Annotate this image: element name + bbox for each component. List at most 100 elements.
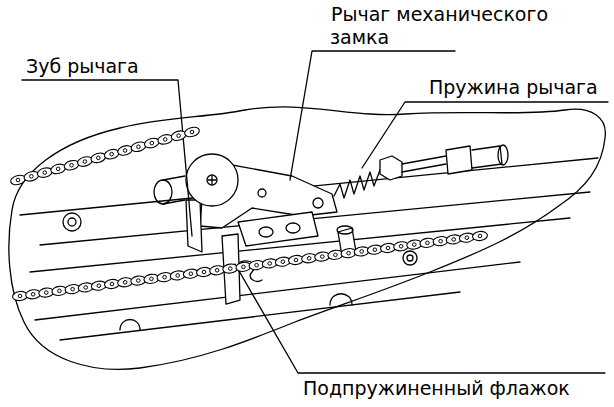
- chain-pin: [426, 241, 430, 245]
- bolt: [498, 145, 508, 165]
- chain-pin: [439, 239, 443, 243]
- chain-pin: [202, 270, 206, 274]
- chain-pin: [136, 279, 140, 283]
- part-label: Подпружиненный флажок: [302, 377, 571, 400]
- chain-pin: [215, 268, 219, 272]
- chain-link: [117, 144, 134, 157]
- chain-link: [130, 140, 147, 153]
- chain-pin: [70, 163, 74, 167]
- chain-pin: [281, 260, 285, 264]
- chain-pin: [123, 280, 127, 284]
- chain-pin: [386, 246, 390, 250]
- chain-pin: [163, 138, 167, 142]
- chain-pin: [228, 267, 232, 271]
- chain-pin: [31, 292, 35, 296]
- chain-pin: [294, 258, 298, 262]
- chain-pin: [30, 175, 34, 179]
- chain-pin: [347, 251, 351, 255]
- bolt: [446, 146, 472, 174]
- chain-pin: [110, 282, 114, 286]
- chain-pin: [373, 248, 377, 252]
- chain-pin: [177, 134, 181, 138]
- chain-roller: [330, 294, 352, 305]
- chain-pin: [255, 263, 259, 267]
- chain-pin: [399, 244, 403, 248]
- roller: [186, 154, 238, 206]
- washer: [403, 251, 417, 265]
- chain-link: [472, 231, 488, 242]
- lever-hole: [313, 198, 323, 208]
- chain-pin: [190, 130, 194, 134]
- rod: [402, 156, 446, 172]
- chain-link: [170, 129, 187, 142]
- cutaway-outline: [9, 107, 605, 369]
- chain-pin: [360, 250, 364, 254]
- chain-pin: [150, 141, 154, 145]
- part-label: Зуб рычага: [25, 55, 140, 78]
- screw: [68, 218, 76, 226]
- bracket: [238, 212, 318, 246]
- part-label-text: Рычаг механического замка: [330, 3, 548, 48]
- chain-pin: [110, 152, 114, 156]
- bracket-hole: [259, 227, 273, 237]
- frame-rail: [30, 218, 570, 272]
- chain-link: [184, 126, 201, 139]
- chain-pin: [58, 289, 62, 293]
- chain-pin: [137, 145, 141, 149]
- part-label-text: Зуб рычага: [25, 55, 140, 77]
- chain-pin: [44, 291, 48, 295]
- chain-link: [50, 163, 67, 176]
- chain-pin: [16, 178, 20, 182]
- chain-pin: [189, 272, 193, 276]
- leader-line: [290, 51, 455, 180]
- part-label-text: Подпружиненный флажок: [302, 377, 571, 399]
- chain-link: [157, 133, 174, 146]
- chain-pin: [71, 287, 75, 291]
- leader-line: [22, 80, 192, 236]
- part-label-text: Пружина рычага: [428, 76, 599, 98]
- chain-pin: [176, 274, 180, 278]
- screw: [63, 213, 81, 231]
- pin: [154, 180, 172, 204]
- screw: [208, 176, 216, 184]
- chain-pin: [268, 262, 272, 266]
- chain-pin: [163, 275, 167, 279]
- chain-pin: [334, 253, 338, 257]
- chain-link: [63, 159, 80, 172]
- leader-line: [235, 264, 605, 373]
- chain-pin: [307, 256, 311, 260]
- chain-link: [10, 174, 27, 187]
- chain-link: [36, 166, 53, 179]
- leader-line: [362, 102, 608, 168]
- chain-pin: [83, 160, 87, 164]
- nut: [380, 156, 402, 180]
- lever-tooth: [186, 200, 202, 252]
- chain-pin: [18, 294, 22, 298]
- chain-pin: [43, 171, 47, 175]
- lever-hole: [258, 189, 266, 197]
- bracket-hole: [286, 223, 300, 233]
- part-label: Рычаг механического замка: [330, 3, 592, 49]
- chain-pin: [56, 167, 60, 171]
- chain-pin: [123, 149, 127, 153]
- part-label: Пружина рычага: [428, 76, 599, 99]
- chain-link: [143, 137, 160, 150]
- chain-link: [90, 152, 107, 165]
- chain-pin: [452, 238, 456, 242]
- chain-roller: [120, 320, 140, 331]
- chain-link: [76, 155, 93, 168]
- frame-rail: [35, 262, 520, 320]
- screw: [207, 175, 217, 185]
- chain-pin: [242, 265, 246, 269]
- pin: [337, 226, 353, 234]
- chain-pin: [97, 284, 101, 288]
- chain-pin: [478, 234, 482, 238]
- chain-link: [103, 148, 120, 161]
- chain-pin: [97, 156, 101, 160]
- frame-rail: [60, 292, 460, 340]
- chain-link: [23, 170, 40, 183]
- washer: [407, 255, 413, 261]
- chain-pin: [84, 286, 88, 290]
- chain-pin: [320, 255, 324, 259]
